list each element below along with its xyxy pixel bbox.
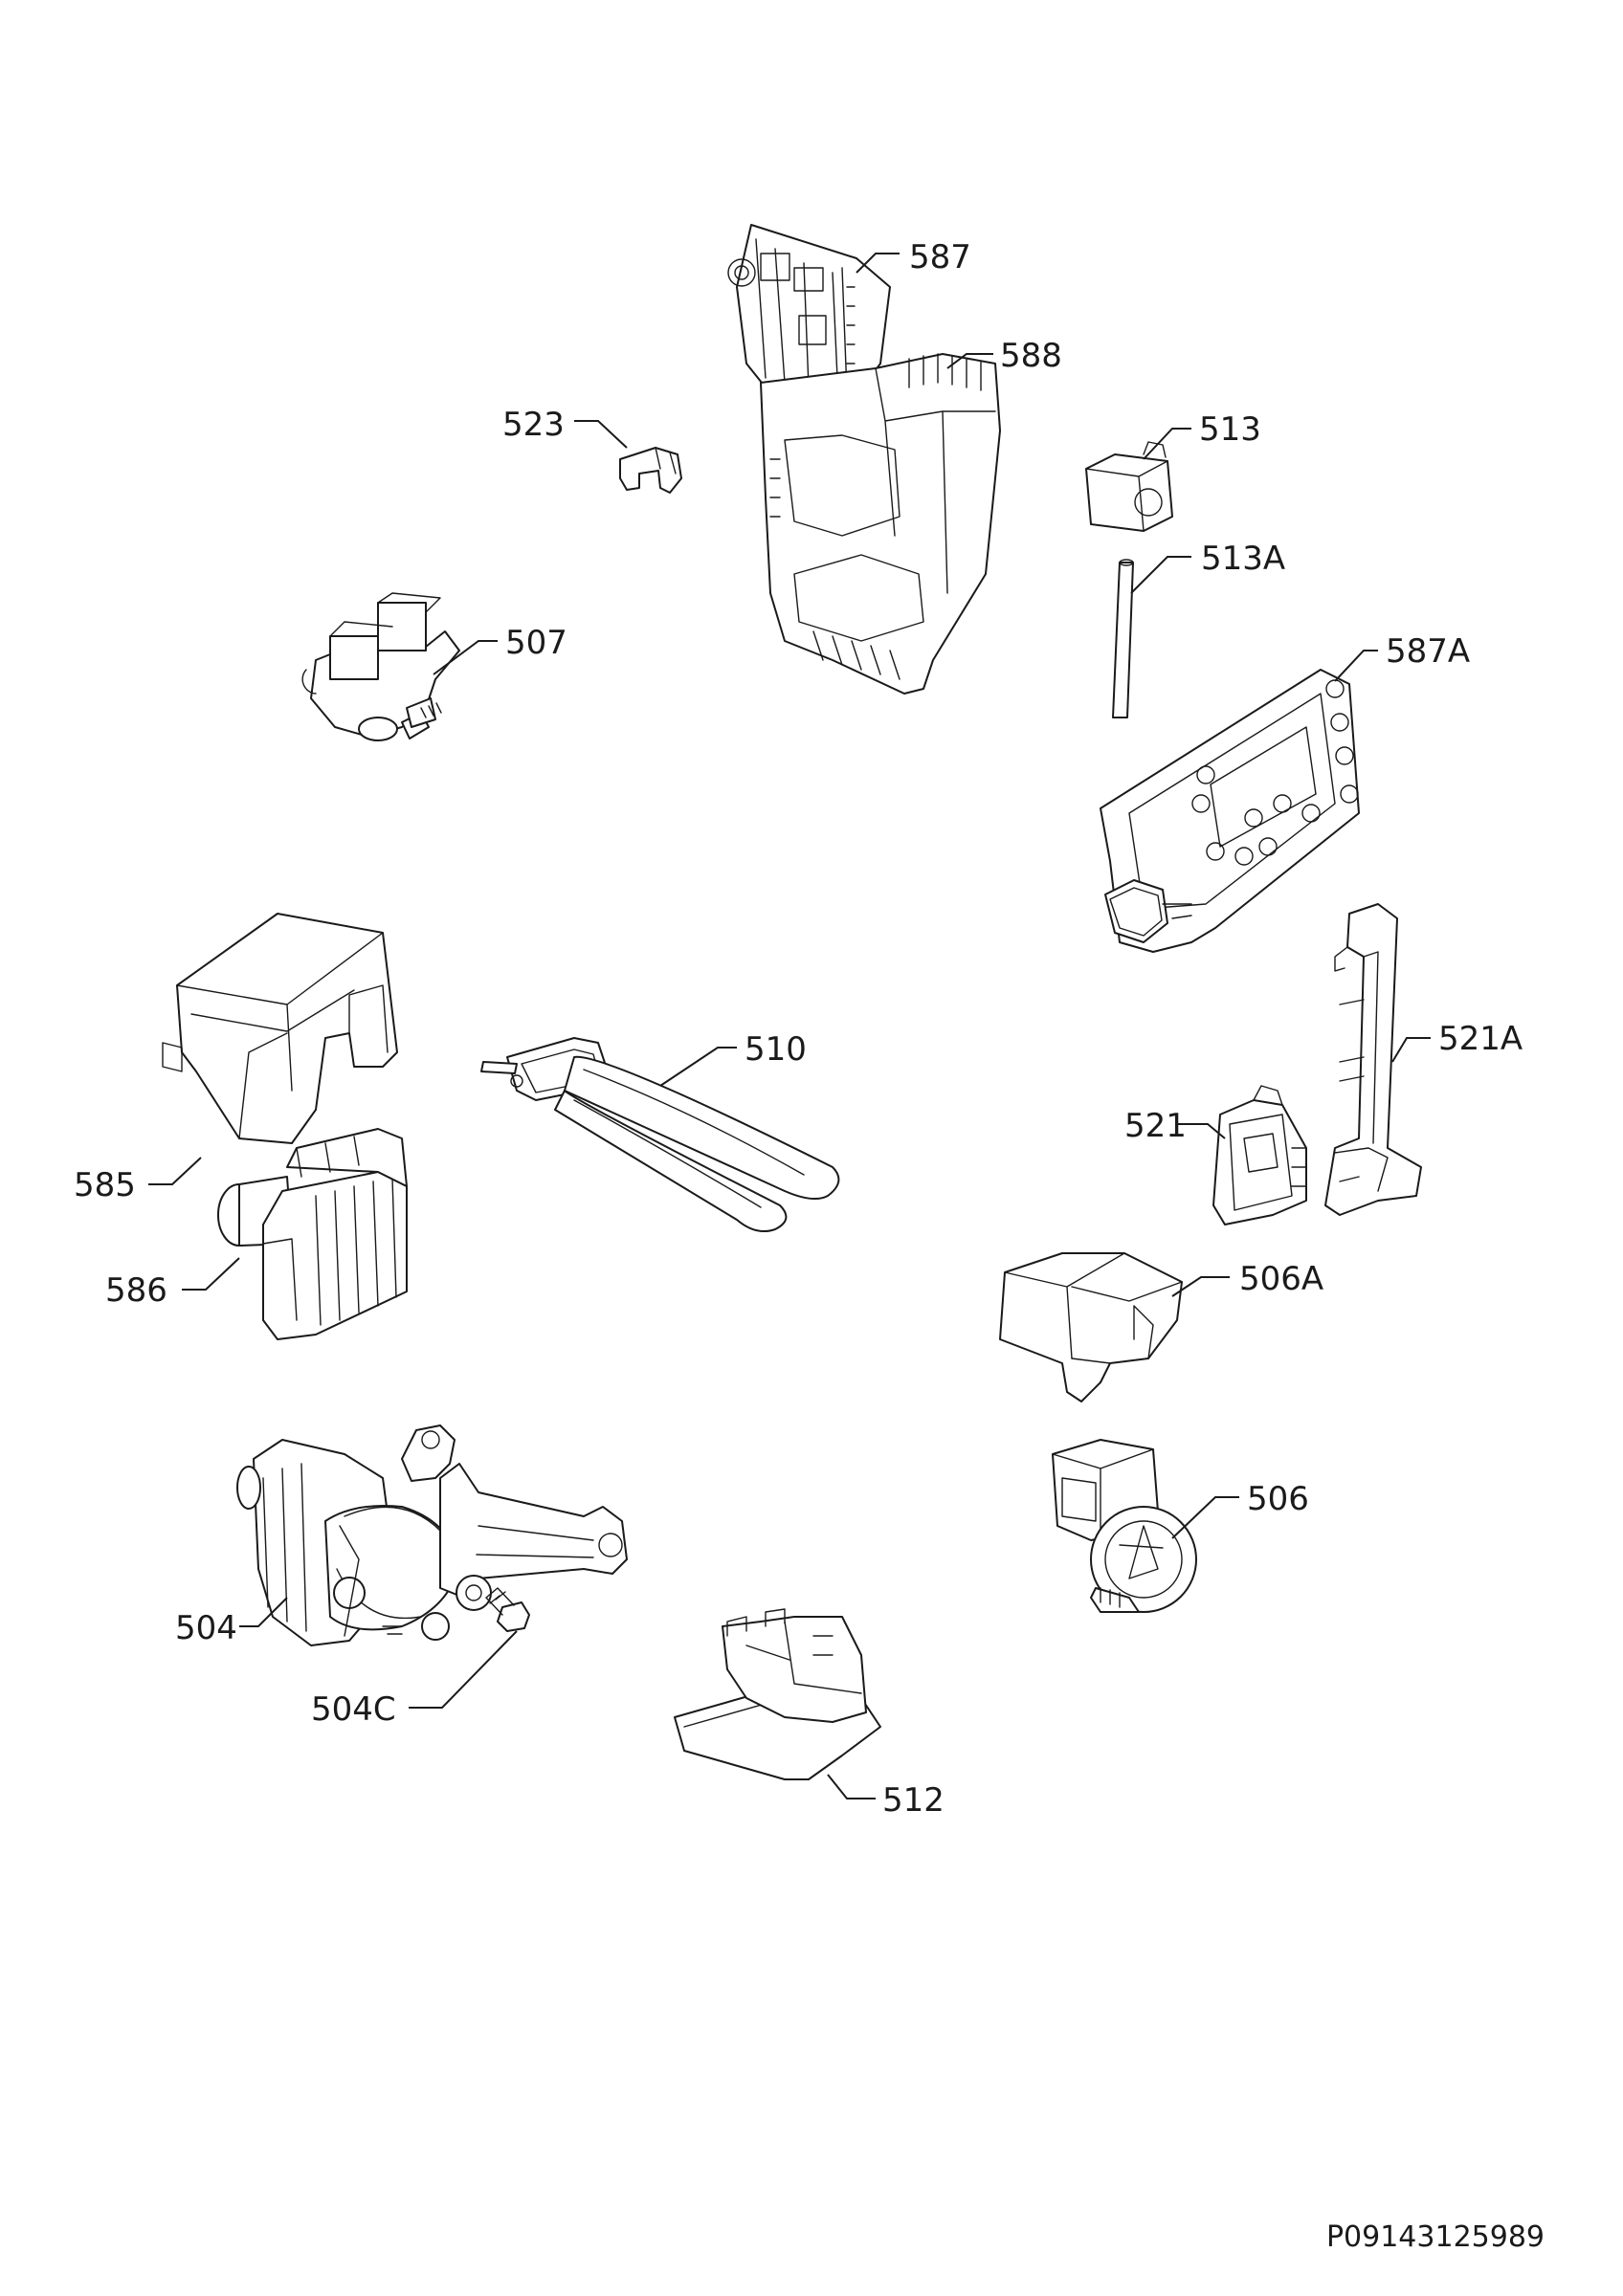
part-513-connector[interactable] bbox=[1085, 441, 1173, 532]
callout-521A: 521A bbox=[1438, 1020, 1523, 1058]
part-521-door-lock[interactable] bbox=[1212, 1085, 1307, 1225]
part-507-water-valve[interactable] bbox=[301, 592, 460, 741]
callout-507: 507 bbox=[505, 624, 567, 662]
part-585-cover[interactable] bbox=[162, 913, 398, 1144]
callout-504: 504 bbox=[175, 1609, 237, 1647]
callout-512: 512 bbox=[882, 1781, 945, 1820]
part-506A-pump-cover[interactable] bbox=[999, 1252, 1183, 1402]
part-510-heating-element[interactable] bbox=[480, 1037, 840, 1232]
part-586-filter-heatsink[interactable] bbox=[217, 1128, 408, 1340]
callout-504C: 504C bbox=[311, 1690, 396, 1729]
callout-513: 513 bbox=[1199, 410, 1261, 449]
part-506-drain-pump[interactable] bbox=[1052, 1439, 1197, 1613]
callout-585: 585 bbox=[74, 1166, 136, 1204]
callout-587A: 587A bbox=[1386, 632, 1470, 671]
callout-523: 523 bbox=[502, 406, 565, 444]
part-513A-rod[interactable] bbox=[1112, 559, 1134, 718]
part-512-flap[interactable] bbox=[674, 1608, 881, 1780]
callout-513A: 513A bbox=[1201, 540, 1285, 578]
callout-510: 510 bbox=[745, 1030, 807, 1069]
callout-587: 587 bbox=[909, 238, 971, 276]
part-588-board-housing[interactable] bbox=[760, 353, 1001, 695]
part-523-clip[interactable] bbox=[619, 447, 682, 494]
callout-588: 588 bbox=[1000, 337, 1062, 375]
callout-506A: 506A bbox=[1239, 1260, 1323, 1298]
callout-521: 521 bbox=[1124, 1107, 1187, 1145]
callout-506: 506 bbox=[1247, 1480, 1309, 1518]
part-521A-bracket[interactable] bbox=[1324, 903, 1422, 1216]
part-504-motor[interactable] bbox=[236, 1424, 628, 1646]
part-504C-screw[interactable] bbox=[485, 1587, 530, 1632]
document-id: P09143125989 bbox=[1326, 2220, 1545, 2254]
callout-586: 586 bbox=[105, 1271, 167, 1310]
part-587A-display-board[interactable] bbox=[1100, 669, 1360, 953]
